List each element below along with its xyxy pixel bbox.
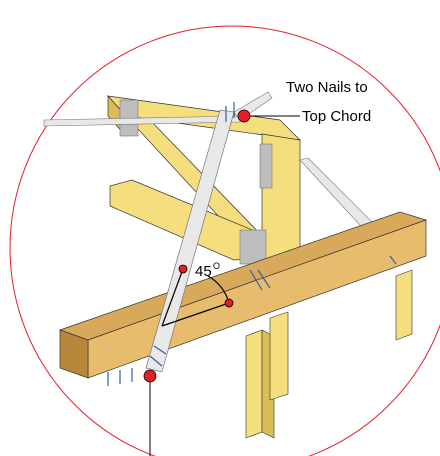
nail-icon	[249, 269, 263, 291]
bottom-callout	[143, 369, 157, 456]
diagonal-brace-strap	[145, 109, 235, 373]
nail-icon	[389, 255, 397, 265]
nail-icon	[257, 269, 271, 289]
top-chord-callout: Two Nails to Top Chord	[237, 79, 371, 125]
nails	[107, 102, 397, 386]
angle-marker-start	[178, 264, 188, 274]
nail-icon	[149, 355, 163, 367]
gusset-plate-top-right	[259, 143, 273, 189]
beam	[58, 211, 428, 379]
callout-marker	[237, 109, 251, 123]
detail-circle	[9, 25, 440, 456]
support-posts	[245, 269, 413, 439]
callout-line-1: Two Nails to	[286, 79, 368, 96]
angle-unit: O	[213, 261, 220, 271]
angle-label: 45	[195, 263, 212, 280]
bottom-marker	[143, 369, 157, 383]
angle-marker-end	[224, 298, 234, 308]
gusset-plate-bottom	[239, 229, 267, 265]
nail-icon	[153, 345, 167, 355]
callout-line-2: Top Chord	[302, 108, 371, 125]
horizontal-brace-strap	[43, 115, 241, 127]
angle-indicator: 45 O	[161, 261, 234, 327]
